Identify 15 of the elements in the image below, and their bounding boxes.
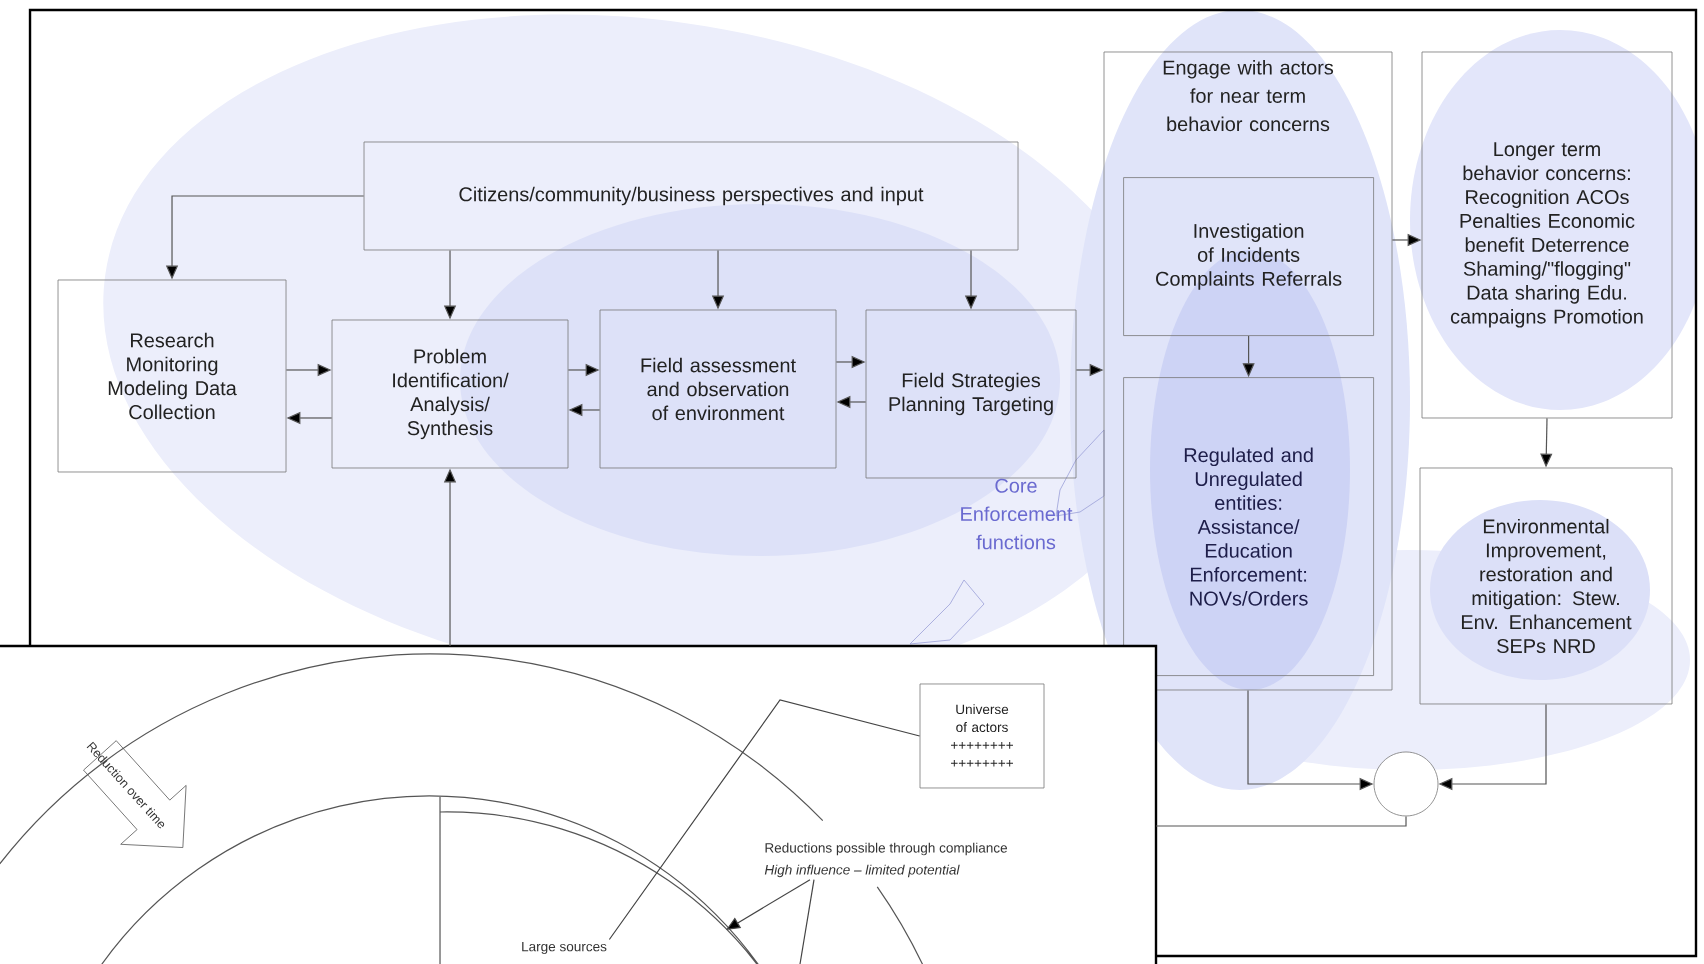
leader-line <box>799 879 815 964</box>
callout-arrow <box>726 879 811 930</box>
process-box: Research Monitoring Modeling Data Collection <box>57 279 287 473</box>
process-box: Field Strategies Planning Targeting <box>865 309 1077 479</box>
process-box: Problem Identification/ Analysis/ Synthesis <box>331 319 569 469</box>
connector-line <box>1155 815 1407 827</box>
process-box: Field assessment and observation of environment <box>599 309 837 469</box>
process-box: Environmental Improvement, restoration and mitigation: Stew. Env. Enhancement SEPs NRD <box>1419 467 1673 705</box>
process-box: Investigation of Incidents Complaints Referrals <box>1123 177 1374 336</box>
process-box: Regulated and Unregulated entities: Assistance/ Education Enforcement: NOVs/Orders <box>1123 377 1374 676</box>
input-box: Citizens/community/business perspectives and input <box>363 141 1019 251</box>
core-label: Core Enforcement functions <box>961 478 1073 550</box>
leader-line <box>608 699 921 941</box>
junction-circle <box>1373 751 1439 817</box>
process-box: Longer term behavior concerns: Recognition ACOs Penalties Economic benefit Deterrence Shaming/"flogging" Data sharing Edu. campaigns Promotion <box>1421 51 1673 419</box>
